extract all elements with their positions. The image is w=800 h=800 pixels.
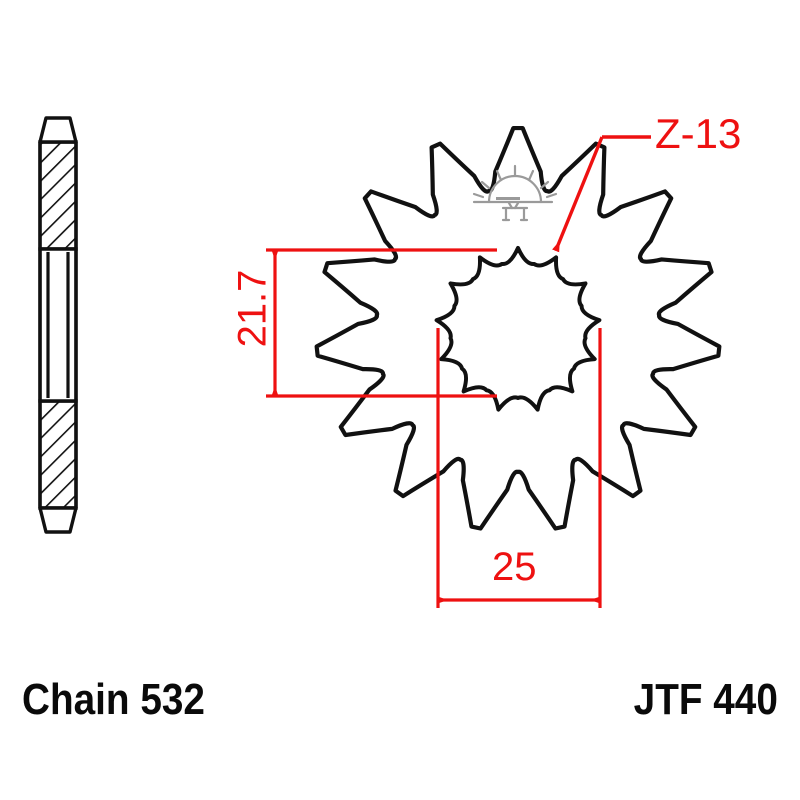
leader-z13-diagonal	[552, 136, 604, 253]
side-view-top-chamfer	[38, 116, 78, 144]
side-view-bottom-chamfer	[38, 506, 78, 534]
side-view-lower-hatch	[38, 399, 78, 510]
leader-line-teeth-count	[552, 135, 651, 253]
dimension-21-7	[266, 248, 497, 398]
side-view-upper-hatch	[38, 140, 78, 251]
side-view-middle-body	[38, 247, 78, 403]
side-cross-section-view	[38, 116, 78, 534]
front-sprocket-view	[314, 125, 722, 531]
sunrise-logo-watermark	[472, 164, 558, 222]
dimension-25	[436, 328, 602, 608]
inner-spline-bore-outline	[434, 246, 602, 412]
